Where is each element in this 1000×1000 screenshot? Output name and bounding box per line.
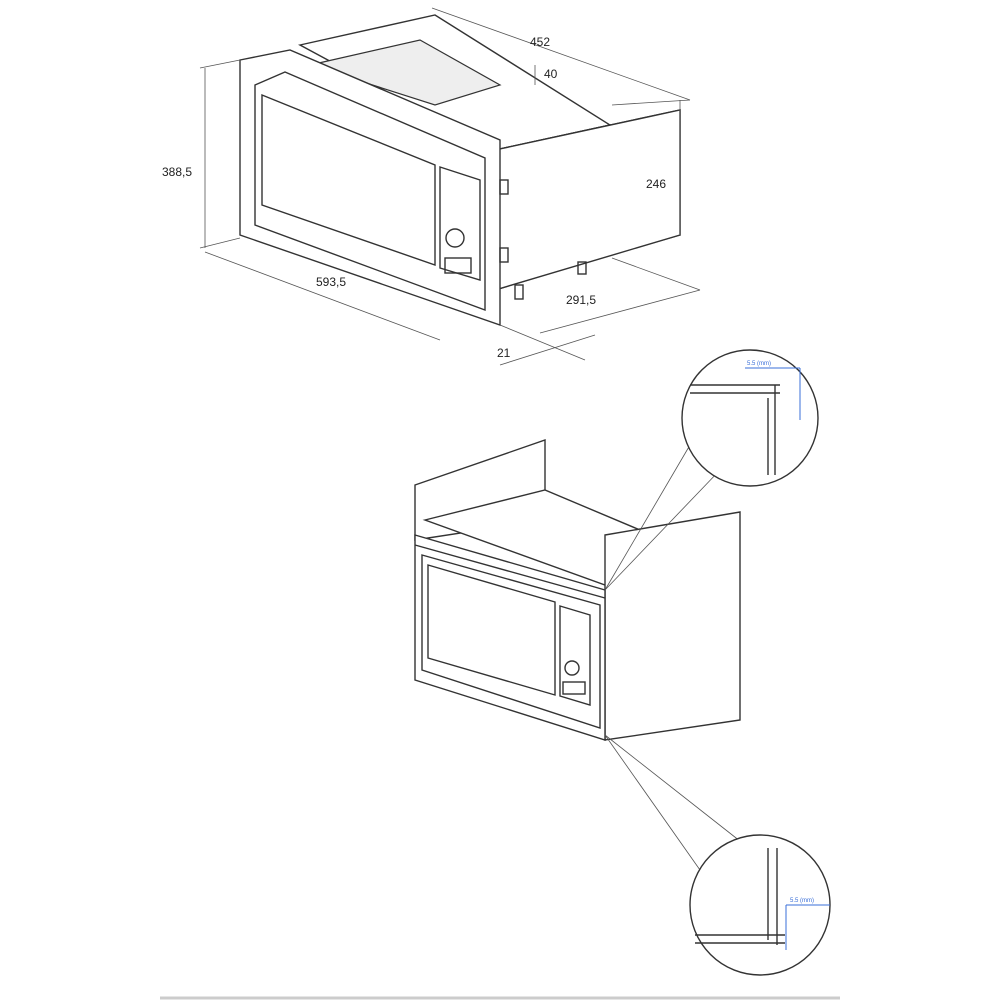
dim-cabinet-height: 246 [646, 177, 666, 191]
dim-height: 388,5 [162, 165, 192, 179]
cabinet-installation-view [414, 439, 741, 741]
detail-callout-top [604, 349, 819, 591]
dim-top-gap: 40 [544, 67, 558, 81]
detail-callout-bottom [604, 734, 831, 976]
microwave-top-view [199, 7, 701, 366]
dim-frame-depth: 21 [497, 346, 511, 360]
dim-depth: 452 [530, 35, 550, 49]
detail-top-clearance: 5.5 (mm) [747, 361, 771, 367]
detail-bottom-clearance: 5.5 (mm) [790, 898, 814, 904]
dim-width: 593,5 [316, 275, 346, 289]
dim-side-depth: 291,5 [566, 293, 596, 307]
